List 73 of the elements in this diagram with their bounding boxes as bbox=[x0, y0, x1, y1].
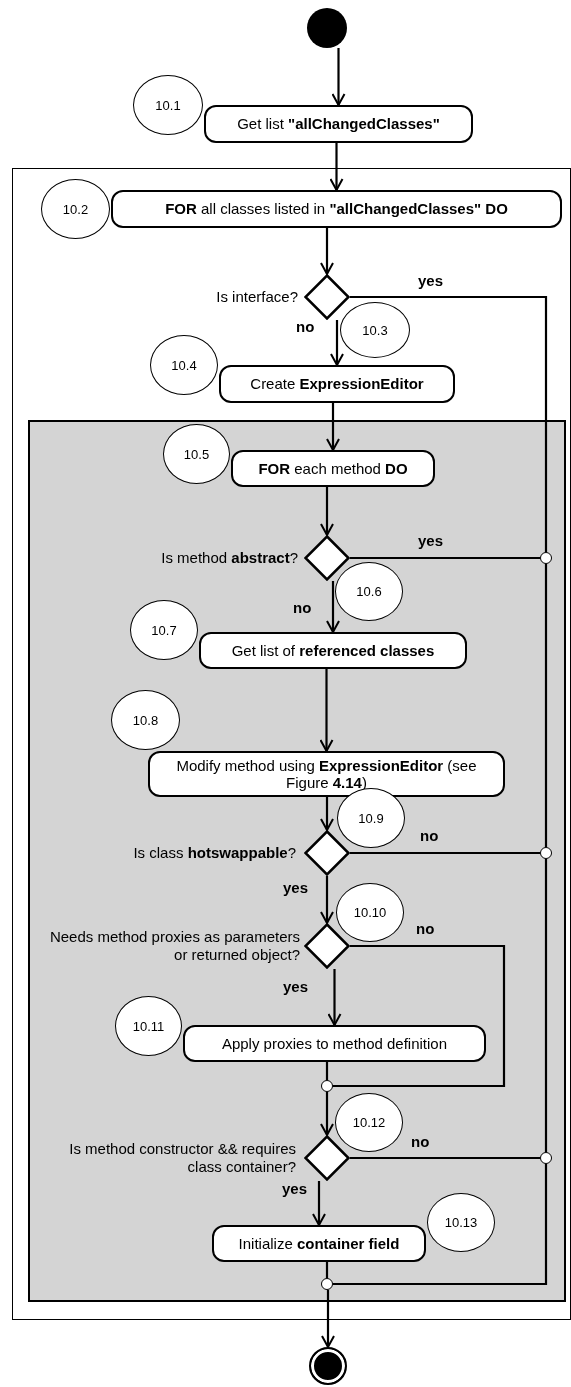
edge-label: yes bbox=[282, 1180, 308, 1197]
decision-diamond bbox=[304, 1135, 350, 1181]
connector-line bbox=[350, 556, 540, 560]
connector-line bbox=[325, 1262, 329, 1278]
end-node bbox=[309, 1347, 347, 1385]
decision-question: Needs method proxies as parameters or returned object? bbox=[48, 928, 300, 964]
edge-label: no bbox=[420, 827, 439, 844]
connector-line bbox=[350, 1156, 540, 1160]
connector-line bbox=[544, 859, 548, 1152]
arrow bbox=[330, 320, 344, 366]
merge-junction bbox=[321, 1278, 333, 1290]
arrow bbox=[329, 143, 344, 191]
arrow bbox=[319, 669, 334, 752]
activity-box: Create ExpressionEditor bbox=[219, 365, 455, 403]
arrow bbox=[321, 1290, 335, 1348]
connector-line bbox=[544, 564, 548, 847]
edge-label: no bbox=[293, 599, 312, 616]
step-number: 10.6 bbox=[335, 562, 403, 621]
activity-box: Get list of referenced classes bbox=[199, 632, 467, 669]
step-number: 10.1 bbox=[133, 75, 203, 135]
activity-box: Get list "allChangedClasses" bbox=[204, 105, 473, 143]
arrow bbox=[320, 797, 334, 831]
edge-label: no bbox=[416, 920, 435, 937]
decision-diamond bbox=[304, 535, 350, 581]
step-number: 10.4 bbox=[150, 335, 218, 395]
step-number: 10.10 bbox=[336, 883, 404, 942]
arrow bbox=[320, 1092, 334, 1136]
decision-question: Is interface? bbox=[215, 288, 298, 306]
edge-label: yes bbox=[418, 272, 444, 289]
connector-line bbox=[350, 851, 540, 855]
edge-label: yes bbox=[418, 532, 444, 549]
decision-question: Is method constructor && requires class container? bbox=[68, 1140, 296, 1176]
arrow bbox=[320, 876, 334, 924]
arrow bbox=[326, 403, 340, 451]
loop-frame bbox=[12, 168, 571, 1320]
merge-junction bbox=[540, 847, 552, 859]
step-number: 10.3 bbox=[340, 302, 410, 358]
arrow bbox=[312, 1181, 326, 1226]
step-number: 10.9 bbox=[337, 788, 405, 848]
decision-diamond bbox=[304, 274, 350, 320]
edge-label: yes bbox=[283, 978, 309, 995]
decision-diamond bbox=[304, 923, 350, 969]
step-number: 10.7 bbox=[130, 600, 198, 660]
arrow bbox=[331, 48, 346, 106]
activity-box: FOR each method DO bbox=[231, 450, 435, 487]
activity-box: FOR all classes listed in "allChangedClasses" DO bbox=[111, 190, 562, 228]
loop-region bbox=[28, 420, 566, 1302]
decision-question: Is method abstract? bbox=[160, 549, 298, 567]
connector-line bbox=[333, 1164, 548, 1286]
step-number: 10.13 bbox=[427, 1193, 495, 1252]
activity-box: Initialize container field bbox=[212, 1225, 426, 1262]
start-node bbox=[307, 8, 347, 48]
activity-box: Apply proxies to method definition bbox=[183, 1025, 486, 1062]
step-number: 10.8 bbox=[111, 690, 180, 750]
arrow bbox=[320, 487, 334, 536]
arrow bbox=[326, 581, 340, 633]
arrow bbox=[320, 228, 334, 275]
edge-label: yes bbox=[283, 879, 309, 896]
step-number: 10.2 bbox=[41, 179, 110, 239]
step-number: 10.5 bbox=[163, 424, 230, 484]
edge-label: no bbox=[296, 318, 315, 335]
connector-line bbox=[350, 295, 548, 552]
decision-diamond bbox=[304, 830, 350, 876]
edge-label: no bbox=[411, 1133, 430, 1150]
merge-junction bbox=[321, 1080, 333, 1092]
arrow bbox=[327, 969, 342, 1026]
merge-junction bbox=[540, 1152, 552, 1164]
merge-junction bbox=[540, 552, 552, 564]
connector-line bbox=[333, 944, 506, 1088]
step-number: 10.12 bbox=[335, 1093, 403, 1152]
connector-line bbox=[325, 1062, 329, 1080]
step-number: 10.11 bbox=[115, 996, 182, 1056]
decision-question: Is class hotswappable? bbox=[132, 844, 296, 862]
